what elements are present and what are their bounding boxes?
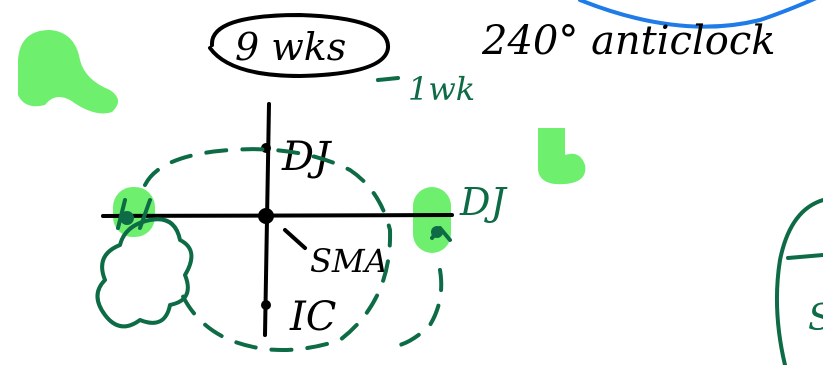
green-highlight-right-point — [413, 187, 451, 253]
scribble-stroke-left — [116, 198, 127, 230]
partial-circle-chord — [786, 253, 823, 260]
rotation-label: 240° anticlock — [481, 18, 775, 64]
dashed-orbit-right-arc — [398, 268, 444, 347]
left-point — [120, 211, 134, 225]
blue-arc-stroke — [578, 0, 817, 29]
green-blob-right — [538, 128, 586, 185]
dashed-orbit — [143, 147, 393, 352]
one-week-label: 1wk — [408, 70, 475, 108]
scribble-cloud — [95, 217, 194, 329]
dj-right-label: DJ — [459, 180, 507, 224]
scribble-stroke-right — [138, 198, 152, 230]
center-point — [258, 208, 274, 224]
sma-leader-line — [283, 228, 307, 250]
green-blob-left — [18, 30, 119, 114]
weeks-label: 9 wks — [235, 25, 346, 69]
bottom-tick-point — [261, 300, 271, 310]
weeks-circle-outline — [208, 13, 390, 78]
partial-circle-right — [774, 198, 823, 365]
ic-label: IC — [289, 294, 336, 340]
orbit-arrow-head — [430, 226, 452, 242]
one-week-leader-dash — [376, 76, 400, 82]
sma-label: SMA — [310, 242, 388, 280]
horizontal-axis — [101, 213, 454, 218]
partial-letter-label: S — [808, 298, 823, 339]
dj-top-label: DJ — [281, 134, 332, 180]
